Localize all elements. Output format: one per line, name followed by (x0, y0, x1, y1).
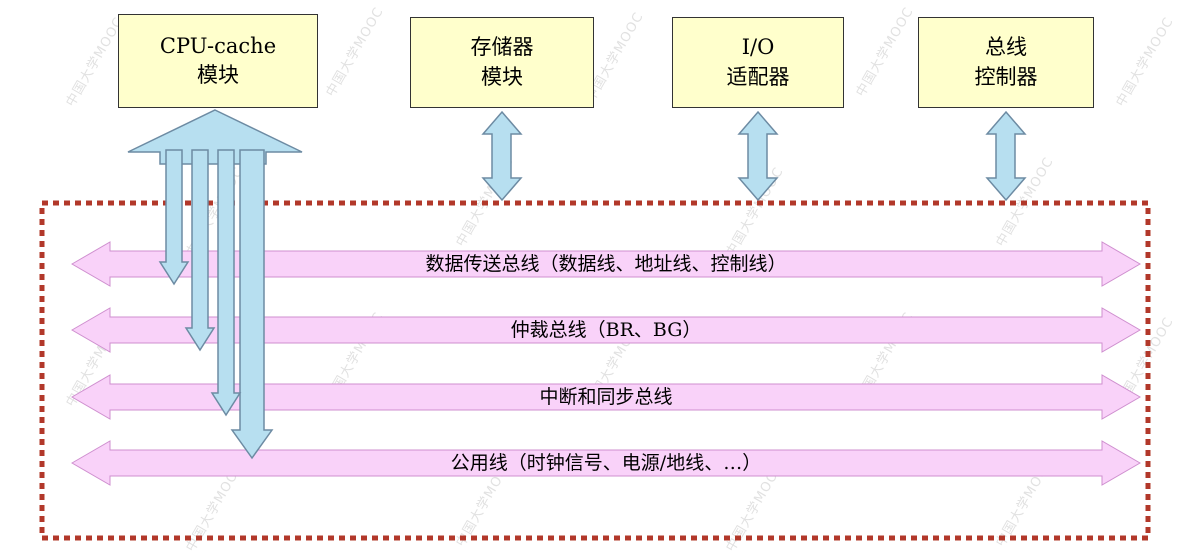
cpu-down-arrow-bus1 (158, 149, 190, 286)
bus-label-data-transfer: 数据传送总线（数据线、地址线、控制线） (425, 253, 787, 275)
cpu-down-arrow-bus4 (230, 149, 274, 460)
bus-label-interrupt-sync: 中断和同步总线 (539, 386, 673, 408)
module-memory-label-line2: 模块 (481, 64, 523, 89)
bus-arrow-common-lines (71, 440, 1141, 486)
bus-frame-border (39, 200, 1151, 541)
module-cpu-cache: CPU-cache 模块 (118, 14, 318, 108)
cpu-down-arrow-bus3 (210, 149, 242, 417)
module-bus-controller: 总线 控制器 (918, 17, 1094, 108)
module-bus-controller-label-line1: 总线 (985, 35, 1027, 60)
module-bus-controller-label-line2: 控制器 (974, 64, 1038, 89)
bus-label-common-lines: 公用线（时钟信号、电源/地线、…） (450, 452, 762, 474)
module-memory: 存储器 模块 (410, 17, 594, 108)
cpu-up-arrow (127, 109, 303, 165)
vertical-arrow-io (737, 110, 779, 202)
bus-arrow-arbitration (71, 307, 1141, 353)
vertical-arrow-bus-controller (985, 110, 1027, 202)
module-cpu-cache-label-line1: CPU-cache (159, 33, 277, 58)
module-io-adapter: I/O 适配器 (672, 17, 844, 108)
bus-label-arbitration: 仲裁总线（BR、BG） (510, 319, 702, 341)
bus-arrow-interrupt-sync (71, 374, 1141, 420)
module-cpu-cache-label-line2: 模块 (197, 63, 239, 87)
bus-arrow-data-transfer (71, 241, 1141, 287)
module-io-adapter-label-line2: 适配器 (726, 64, 790, 89)
vertical-arrow-memory (481, 110, 523, 202)
module-memory-label-line1: 存储器 (470, 35, 534, 60)
cpu-down-arrow-bus2 (184, 149, 216, 352)
module-io-adapter-label-line1: I/O (741, 35, 775, 60)
